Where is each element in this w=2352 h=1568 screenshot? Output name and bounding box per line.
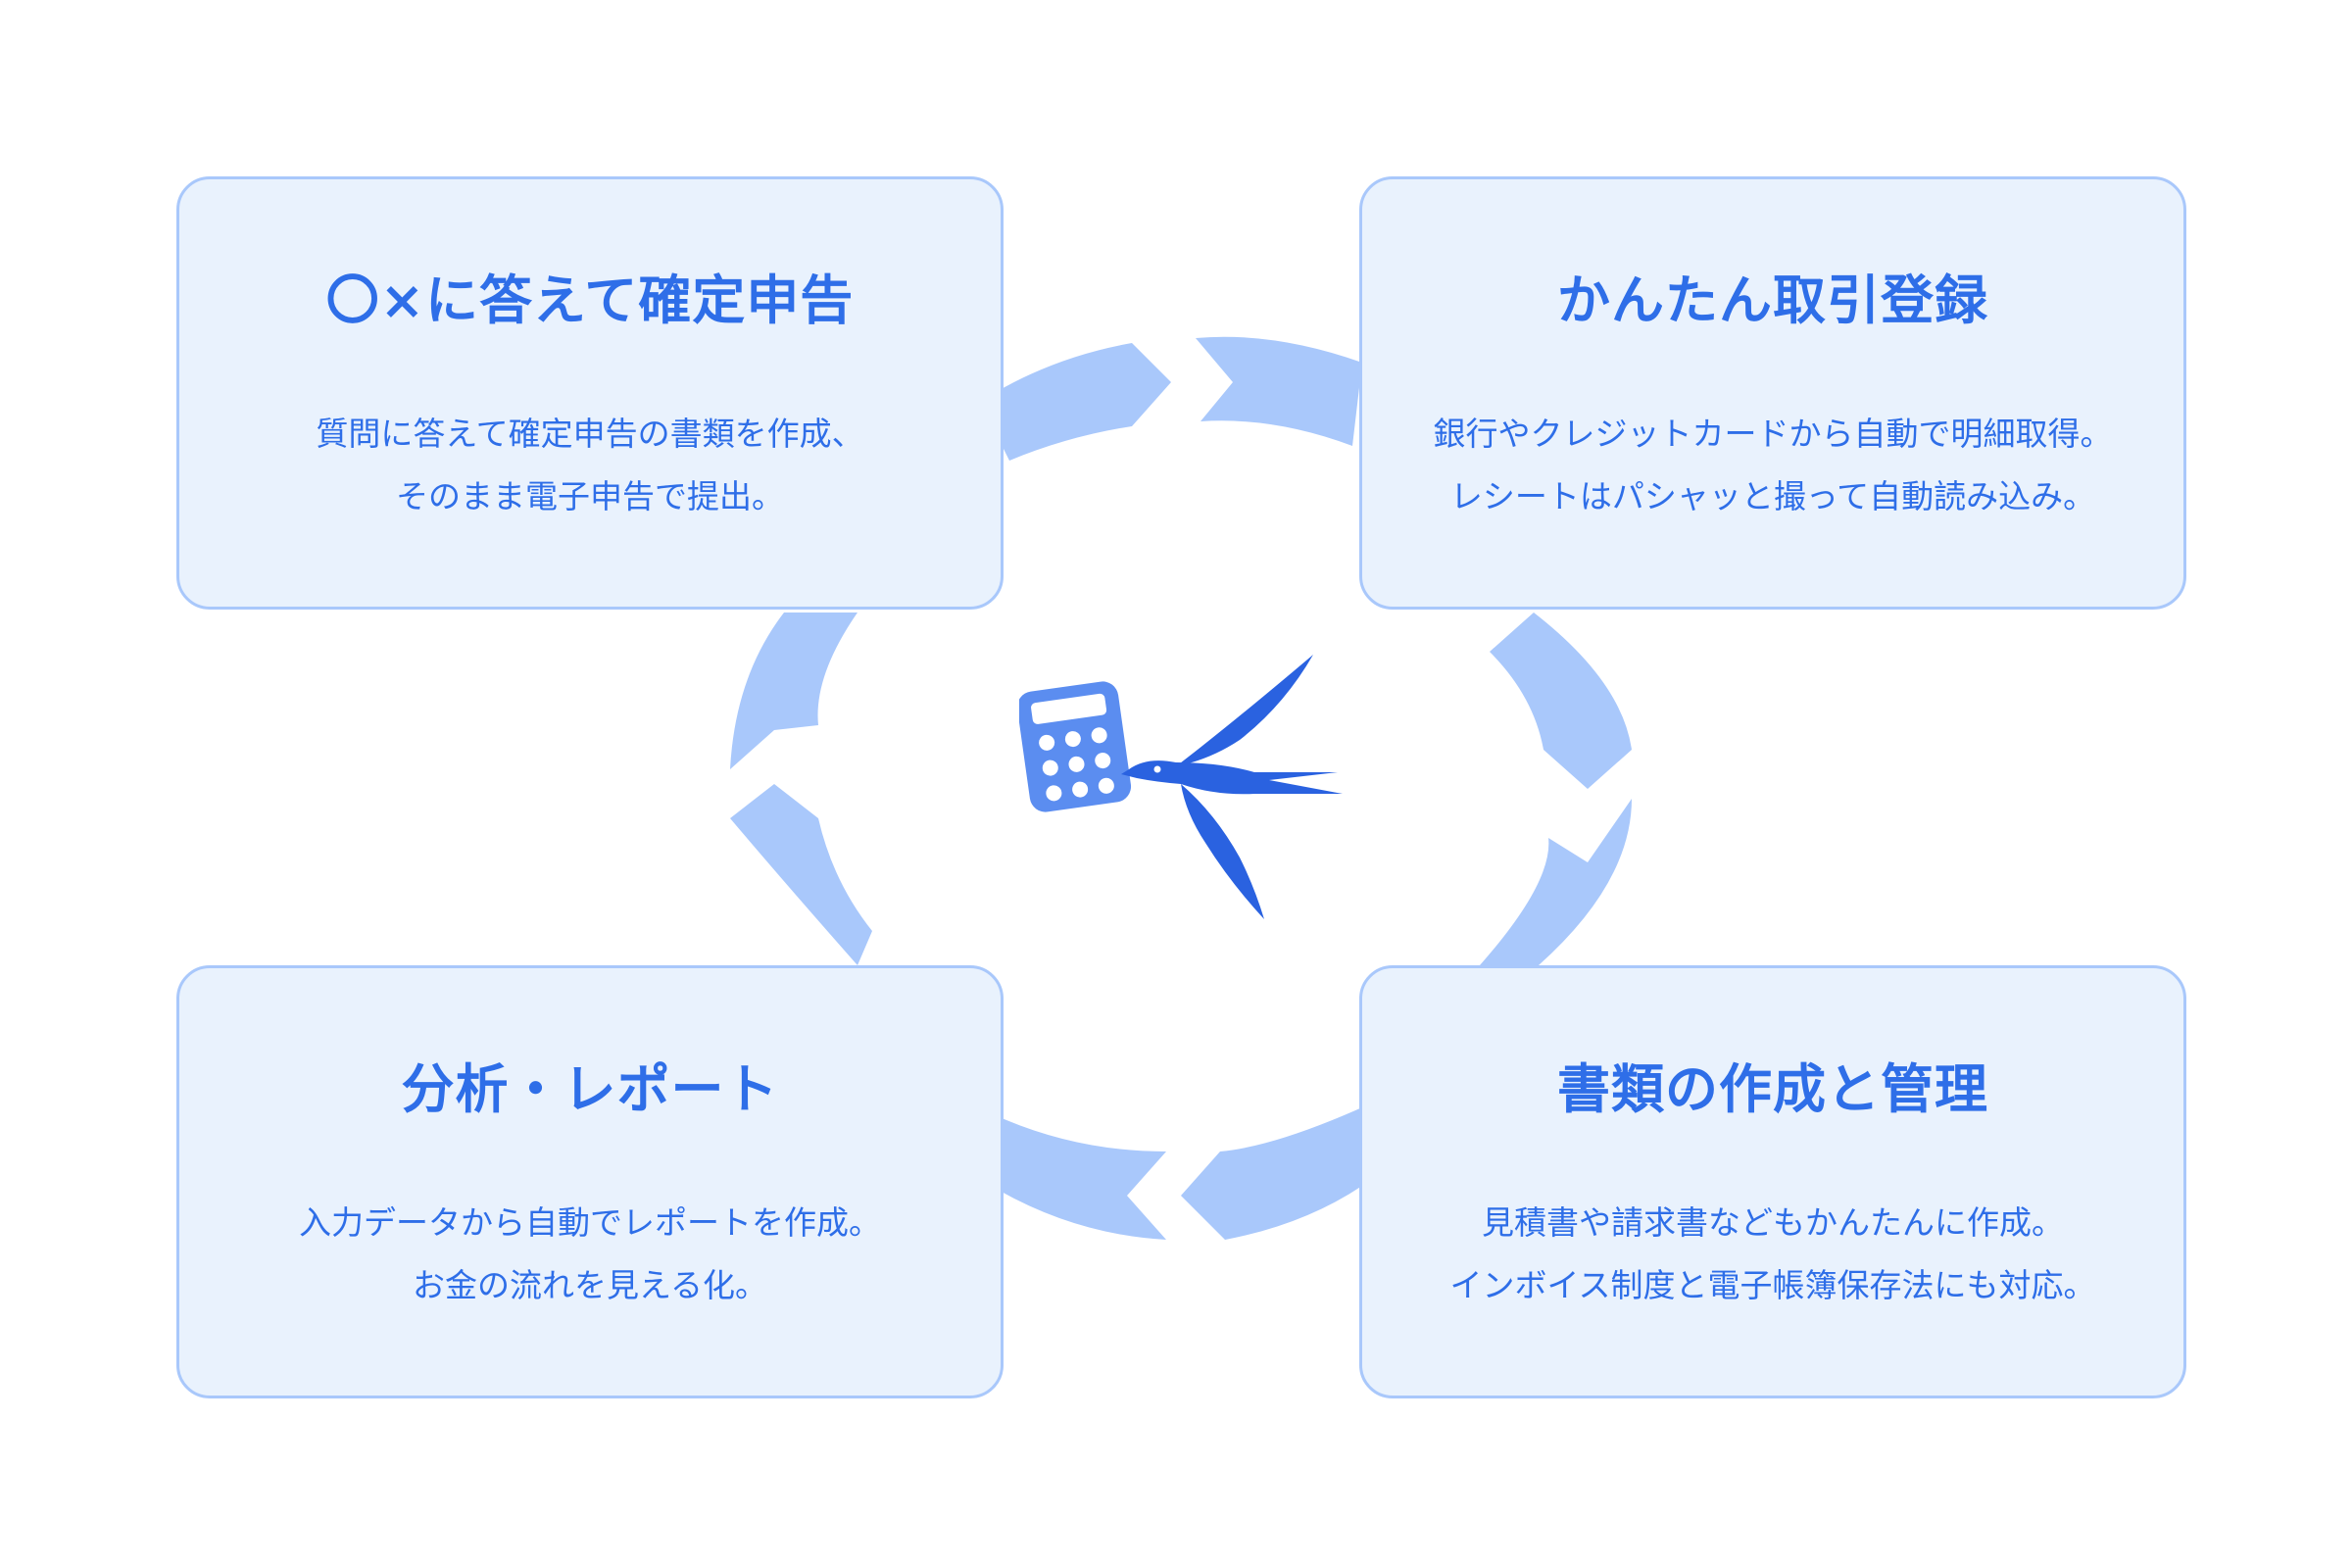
center-logo [1019,655,1343,919]
card-title: 〇×に答えて確定申告 [325,270,855,331]
cycle-arrow-bottom-tail [1000,1117,1166,1240]
cycle-arrow-left [730,784,872,965]
card-description-line: 入力データから自動でレポートを作成。 [299,1203,881,1242]
card-description: 見積書や請求書などもかんたんに作成。 インボイス制度と電子帳簿保存法にも対応。 [1362,1192,2183,1317]
card-title: 書類の作成と管理 [1557,1058,1988,1120]
calculator-icon [1019,681,1132,812]
card-description-line: レシートはパシャッと撮って自動読み込み。 [1449,477,2096,515]
card-description-line: そのまま電子申告で提出。 [396,477,784,515]
card-title: 分析・レポート [401,1058,779,1120]
cycle-arrow-right [1490,612,1632,789]
card-description-line: 見積書や請求書などもかんたんに作成。 [1482,1203,2064,1242]
card-description-line: インボイス制度と電子帳簿保存法にも対応。 [1449,1266,2096,1304]
card-title: かんたん取引登録 [1557,270,1988,331]
cycle-arrow-right-tail [1480,799,1632,965]
feature-card-documents: 書類の作成と管理 見積書や請求書などもかんたんに作成。 インボイス制度と電子帳簿… [1359,965,2186,1398]
cycle-arrow-top-tail [1196,336,1362,446]
feature-card-reports: 分析・レポート 入力データから自動でレポートを作成。 お金の流れを見える化。 [176,965,1004,1398]
feature-card-transactions: かんたん取引登録 銀行やクレジットカードから自動で明細取得。 レシートはパシャッ… [1359,176,2186,610]
swallow-bird-icon [1121,655,1343,919]
feature-card-tax-return: 〇×に答えて確定申告 質問に答えて確定申告の書類を作成、 そのまま電子申告で提出… [176,176,1004,610]
card-description: 入力データから自動でレポートを作成。 お金の流れを見える化。 [179,1192,1001,1317]
card-description-line: お金の流れを見える化。 [412,1266,767,1304]
card-description-line: 銀行やクレジットカードから自動で明細取得。 [1433,415,2113,453]
card-description: 質問に答えて確定申告の書類を作成、 そのまま電子申告で提出。 [179,403,1001,528]
cycle-arrow-left-tail [730,612,858,769]
card-description-line: 質問に答えて確定申告の書類を作成、 [316,415,864,453]
card-description: 銀行やクレジットカードから自動で明細取得。 レシートはパシャッと撮って自動読み込… [1362,403,2183,528]
cycle-arrow-top [980,343,1171,461]
cycle-arrow-bottom [1181,1107,1362,1240]
